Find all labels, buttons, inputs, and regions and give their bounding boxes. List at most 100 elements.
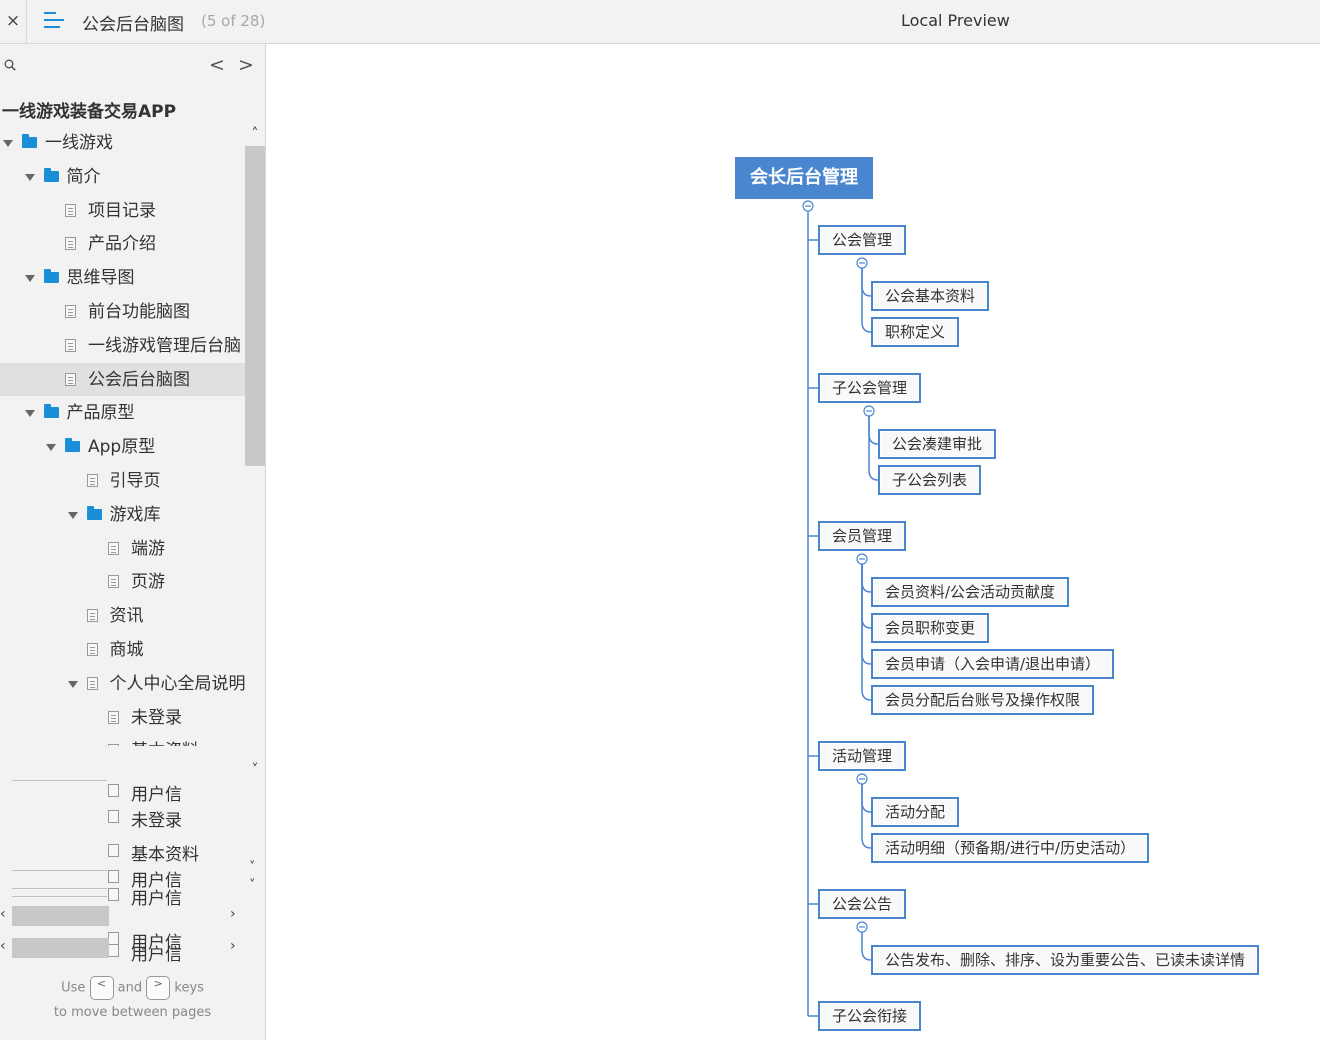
scroll-thumb[interactable] xyxy=(245,146,265,466)
tree-item[interactable]: 商城 xyxy=(0,633,245,667)
mindmap-branch-node[interactable]: 子公会衔接 xyxy=(818,1001,922,1031)
ghost-hscrollbar: ‹› xyxy=(0,938,260,958)
tree-item-label: 引导页 xyxy=(109,470,161,491)
close-button[interactable]: × xyxy=(0,0,27,43)
tree-item-label: 页游 xyxy=(131,572,165,593)
mindmap-leaf-node[interactable]: 会员职称变更 xyxy=(871,613,990,643)
tree-item[interactable]: 个人中心全局说明 xyxy=(0,667,245,701)
connector-line xyxy=(861,784,872,849)
mindmap-leaf-node[interactable]: 公会基本资料 xyxy=(871,281,990,311)
preview-canvas: 会长后台管理公会管理公会基本资料职称定义子公会管理公会凑建审批子公会列表会员管理… xyxy=(266,44,1320,1040)
page-icon xyxy=(108,744,119,746)
tree-item-label: 产品原型 xyxy=(66,403,135,424)
folder-icon xyxy=(43,404,59,419)
tree-item[interactable]: 项目记录 xyxy=(0,194,245,228)
tree-item[interactable]: 前台功能脑图 xyxy=(0,295,245,329)
folder-icon xyxy=(43,167,59,182)
mindmap-leaf-node[interactable]: 职称定义 xyxy=(871,317,960,347)
top-bar: × 公会后台脑图 (5 of 28) Local Preview xyxy=(0,0,1320,44)
connector-line xyxy=(861,564,872,629)
menu-icon[interactable] xyxy=(44,12,64,30)
tree-item[interactable]: App原型 xyxy=(0,430,245,464)
tree-item[interactable]: 公会后台脑图 xyxy=(0,362,245,397)
expand-arrow-icon[interactable] xyxy=(67,511,78,519)
prev-page-button[interactable]: < xyxy=(209,54,225,76)
page-icon xyxy=(65,338,76,352)
expand-arrow-icon[interactable] xyxy=(24,173,35,181)
next-key-icon: > xyxy=(146,976,171,1000)
connector-line xyxy=(861,564,872,701)
tree-item[interactable]: 基本资料 xyxy=(0,734,245,746)
tree-scrollbar[interactable]: ˄ ˅ xyxy=(245,126,265,786)
sidebar: < > 一线游戏装备交易APP 一线游戏简介项目记录产品介绍思维导图前台功能脑图… xyxy=(0,44,266,1040)
tree-item[interactable]: 产品原型 xyxy=(0,396,245,430)
tree-item-label: 项目记录 xyxy=(88,200,156,221)
mindmap-leaf-node[interactable]: 活动明细（预备期/进行中/历史活动） xyxy=(871,833,1150,863)
mindmap-leaf-node[interactable]: 会员申请（入会申请/退出申请） xyxy=(871,649,1115,679)
tree-item-label: 基本资料 xyxy=(131,740,199,746)
expand-arrow-icon[interactable] xyxy=(24,275,35,283)
tree-item[interactable]: 一线游戏管理后台脑 xyxy=(0,329,245,363)
page-icon xyxy=(108,784,119,797)
ghost-line xyxy=(12,780,107,781)
next-page-button[interactable]: > xyxy=(238,54,254,76)
tree-item[interactable]: 思维导图 xyxy=(0,261,245,295)
mindmap-leaf-node[interactable]: 会员资料/公会活动贡献度 xyxy=(871,577,1070,607)
tree-item-label: 一线游戏管理后台脑 xyxy=(88,335,241,356)
tree-item[interactable]: 一线游戏 xyxy=(0,126,245,160)
tree-item-label: 商城 xyxy=(109,639,144,660)
ghost-row-label: 用户信 xyxy=(131,889,182,909)
page-icon xyxy=(108,844,119,857)
project-title: 一线游戏装备交易APP xyxy=(2,102,177,122)
ghost-hscrollbar: ‹› xyxy=(0,906,260,926)
tree-item[interactable]: 游戏库 xyxy=(0,498,245,532)
tree-item-label: 一线游戏 xyxy=(45,133,113,153)
tree-item[interactable]: 产品介绍 xyxy=(0,227,245,261)
mindmap-branch-node[interactable]: 活动管理 xyxy=(818,741,907,771)
tree-item-label: 产品介绍 xyxy=(88,234,156,255)
tree-item[interactable]: 页游 xyxy=(0,565,245,599)
folder-icon xyxy=(43,269,59,284)
tree-item[interactable]: 引导页 xyxy=(0,464,245,498)
connector-line xyxy=(861,932,872,961)
tree-item[interactable]: 未登录 xyxy=(0,701,245,735)
tree-item-label: 个人中心全局说明 xyxy=(109,673,246,694)
tree-item-label: 简介 xyxy=(66,166,101,187)
expand-arrow-icon[interactable] xyxy=(67,680,78,688)
connector-line xyxy=(861,564,872,665)
mindmap-branch-node[interactable]: 会员管理 xyxy=(818,521,907,551)
mindmap-leaf-node[interactable]: 子公会列表 xyxy=(878,465,982,495)
ghost-row-label: 用户信 xyxy=(131,945,182,965)
ghost-line xyxy=(12,888,107,889)
tree-item[interactable]: 简介 xyxy=(0,160,245,194)
expand-arrow-icon[interactable] xyxy=(46,444,56,452)
page-icon xyxy=(86,473,98,487)
expand-arrow-icon[interactable] xyxy=(3,140,13,147)
page-icon xyxy=(108,710,119,724)
tree-item[interactable]: 端游 xyxy=(0,532,245,566)
expand-arrow-icon[interactable] xyxy=(24,410,35,418)
mindmap-leaf-node[interactable]: 活动分配 xyxy=(871,797,960,827)
scroll-thumb xyxy=(12,906,109,926)
folder-icon xyxy=(86,505,102,520)
scroll-down-icon[interactable]: ˅ xyxy=(251,762,259,778)
page-icon xyxy=(65,203,76,217)
mindmap-branch-node[interactable]: 公会管理 xyxy=(818,225,907,255)
mindmap-leaf-node[interactable]: 会员分配后台账号及操作权限 xyxy=(871,685,1095,715)
page-title: 公会后台脑图 xyxy=(82,15,184,35)
tree-item-label: App原型 xyxy=(88,437,156,458)
search-icon[interactable] xyxy=(4,59,16,71)
connector-line xyxy=(861,268,872,333)
mindmap-leaf-node[interactable]: 公会凑建审批 xyxy=(878,429,997,459)
tree-item-label: 游戏库 xyxy=(109,504,161,525)
mindmap-root-node[interactable]: 会长后台管理 xyxy=(735,157,873,199)
page-icon xyxy=(65,372,76,386)
mindmap-branch-node[interactable]: 子公会管理 xyxy=(818,373,922,403)
mindmap-connectors xyxy=(802,200,879,1017)
scroll-up-icon[interactable]: ˄ xyxy=(251,126,259,142)
scroll-left-icon: ‹ xyxy=(0,906,6,922)
mindmap-leaf-node[interactable]: 公告发布、删除、排序、设为重要公告、已读未读详情 xyxy=(871,945,1260,975)
tree-item[interactable]: 资讯 xyxy=(0,599,245,633)
ghost-line xyxy=(12,870,107,871)
mindmap-branch-node[interactable]: 公会公告 xyxy=(818,889,907,919)
